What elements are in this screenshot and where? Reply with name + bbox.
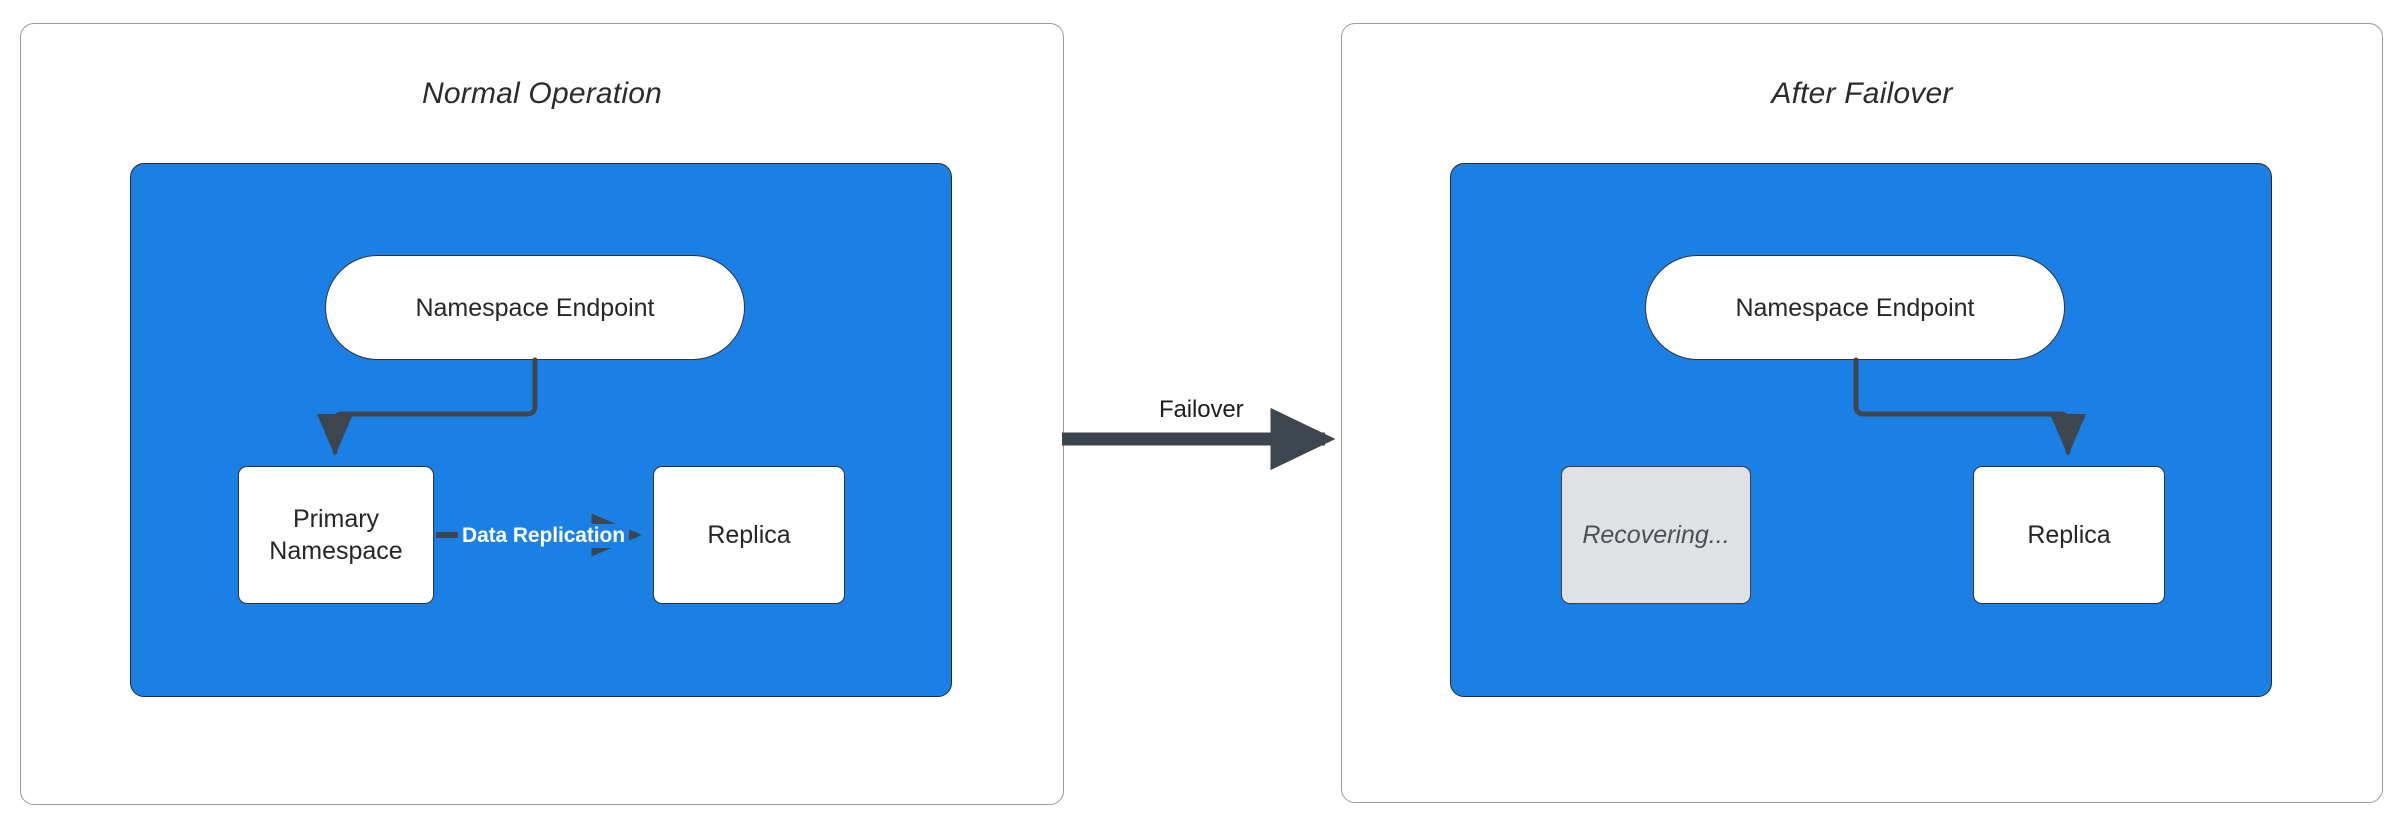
node-replica-2[interactable]: Replica bbox=[1973, 466, 2165, 604]
panel-title-normal-operation: Normal Operation bbox=[422, 77, 662, 110]
node-label-line-2: Namespace bbox=[269, 537, 403, 565]
panel-title-after-failover: After Failover bbox=[1771, 77, 1953, 110]
node-label-line-1: Primary bbox=[292, 505, 380, 533]
node-label: Replica bbox=[2027, 521, 2111, 549]
edge-label-data-replication-overlay: Data Replication bbox=[458, 524, 629, 548]
node-primary-namespace[interactable]: Primary Namespace bbox=[238, 466, 434, 604]
edge-label-failover: Failover bbox=[1159, 396, 1244, 423]
node-label: Replica bbox=[707, 521, 791, 549]
node-namespace-endpoint[interactable]: Namespace Endpoint bbox=[325, 255, 745, 360]
node-label: Namespace Endpoint bbox=[415, 293, 655, 322]
node-label: Recovering... bbox=[1582, 521, 1730, 549]
node-replica[interactable]: Replica bbox=[653, 466, 845, 604]
node-namespace-endpoint-2[interactable]: Namespace Endpoint bbox=[1645, 255, 2065, 360]
cluster-failover-region bbox=[1450, 163, 2272, 697]
cluster-primary-region bbox=[130, 163, 952, 697]
node-recovering[interactable]: Recovering... bbox=[1561, 466, 1751, 604]
node-label: Primary Namespace bbox=[269, 503, 402, 567]
node-label: Namespace Endpoint bbox=[1735, 293, 1975, 322]
